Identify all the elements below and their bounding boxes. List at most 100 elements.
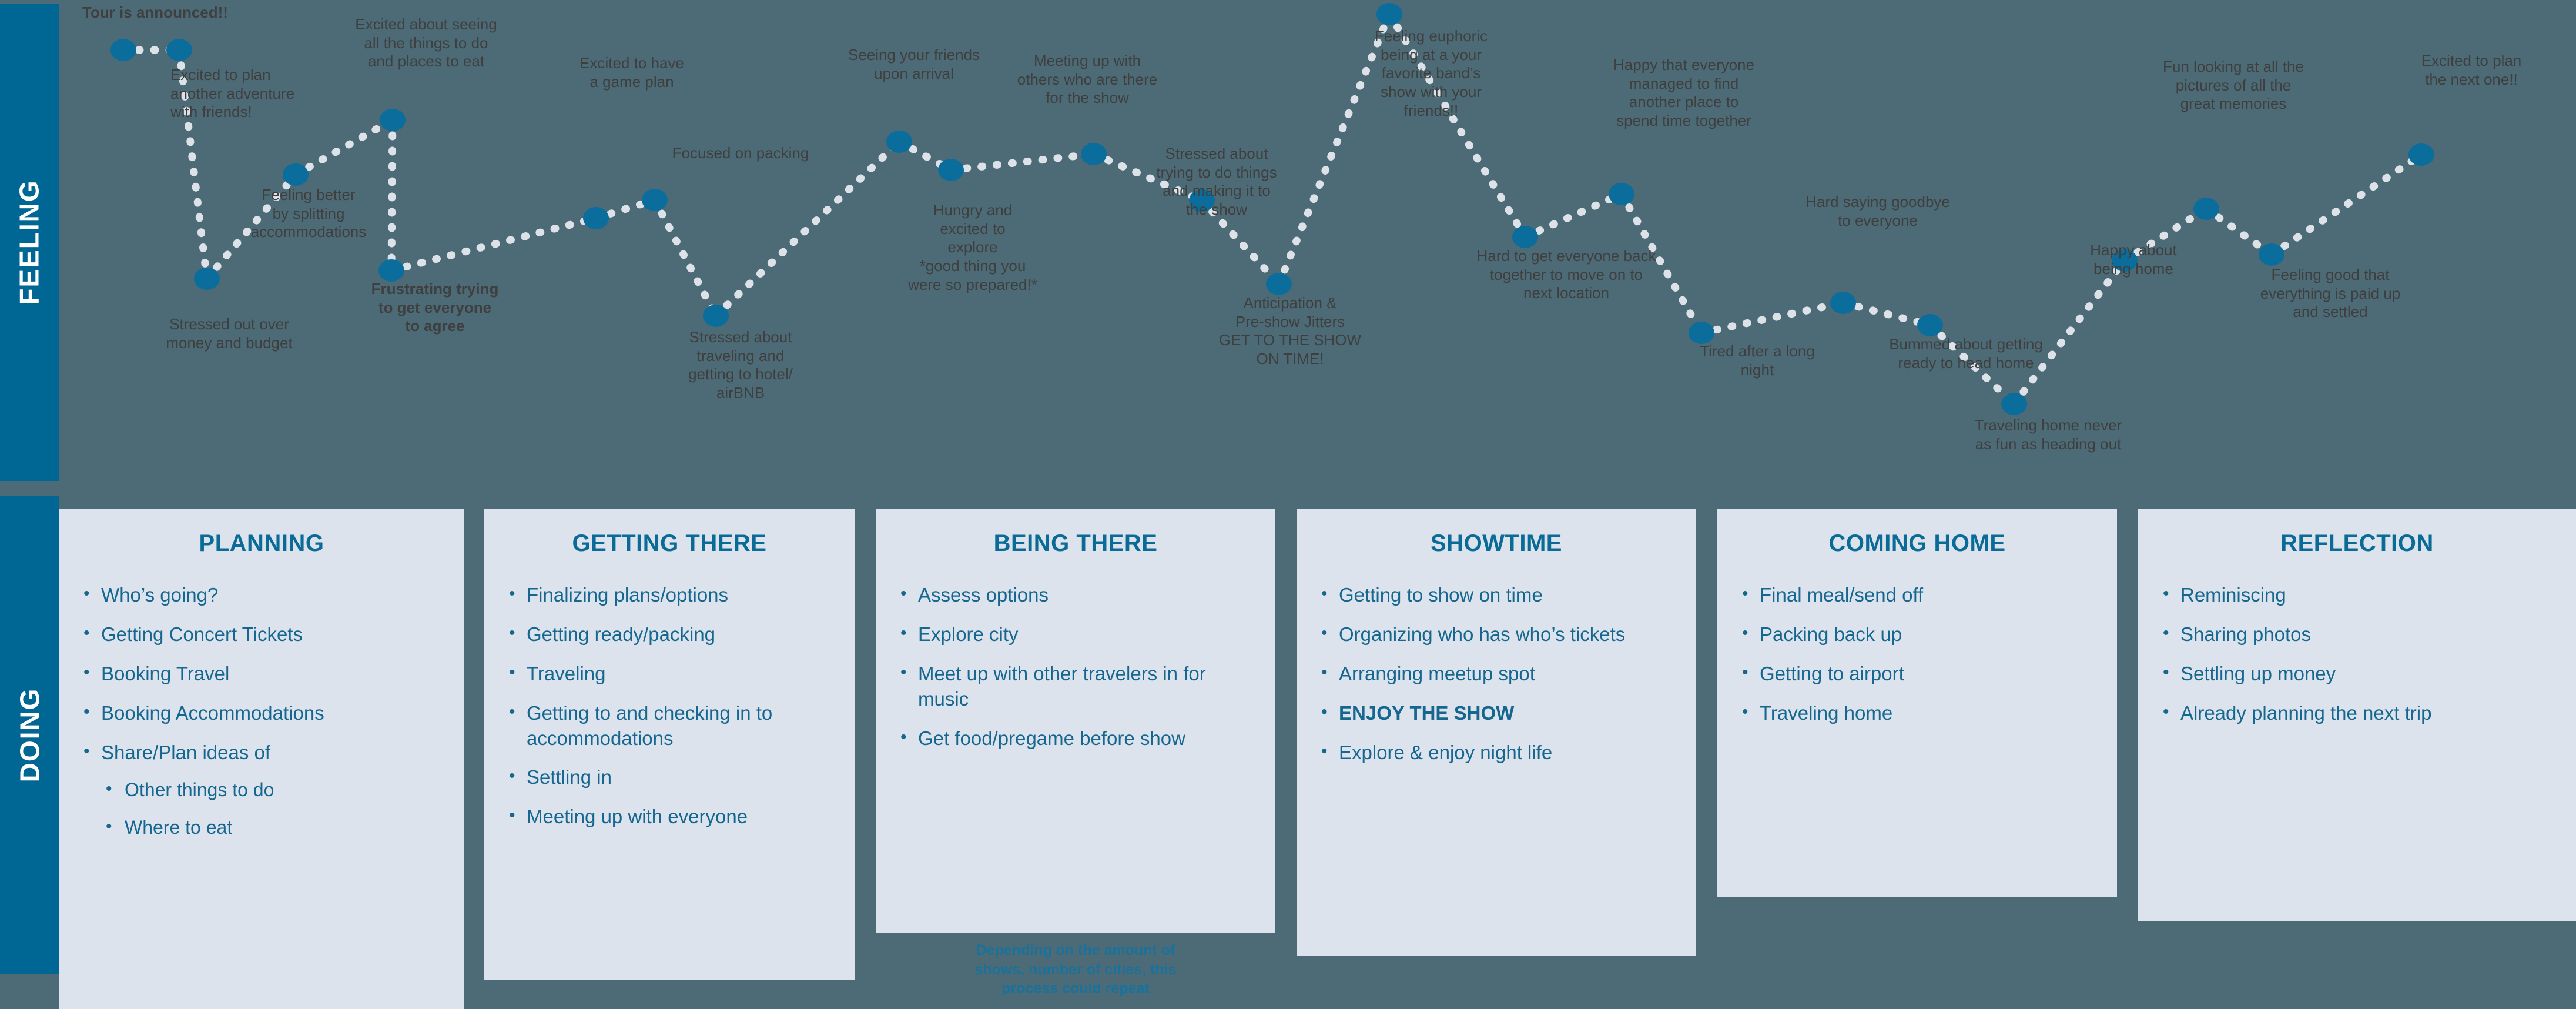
chart-annotation: Meeting up with others who are there for… [1017, 52, 1158, 107]
chart-annotation: Anticipation & Pre-show Jitters GET TO T… [1218, 294, 1362, 368]
chart-line-segment [712, 138, 903, 320]
stage-card-list: ReminiscingSharing photosSettling up mon… [2158, 582, 2556, 726]
chart-line-segment [1926, 321, 2018, 408]
stage-card[interactable]: PLANNING Who’s going? Getting Concert Tick… [59, 509, 464, 1009]
chart-annotation: Excited about seeing all the things to d… [355, 15, 497, 71]
chart-data-point[interactable] [1081, 143, 1107, 165]
list-item[interactable]: Reminiscing [2158, 582, 2556, 608]
sidebar-doing-label: DOING [14, 687, 45, 783]
stage-card-sublist: Other things to do Where to eat [101, 777, 444, 840]
stage-card-title: GETTING THERE [572, 530, 767, 556]
chart-data-point[interactable] [1917, 314, 1943, 336]
chart-data-point[interactable] [1376, 3, 1402, 25]
chart-data-point[interactable] [1609, 183, 1634, 205]
chart-annotation: Excited to plan the next one!! [2421, 52, 2522, 88]
list-item[interactable]: Traveling home [1737, 700, 2097, 726]
list-item[interactable]: Getting to airport [1737, 661, 2097, 687]
list-item[interactable]: Where to eat [101, 815, 444, 840]
doing-stage-cards: PLANNING Who’s going? Getting Concert Tick… [59, 496, 2576, 1009]
chart-data-point[interactable] [2408, 143, 2434, 166]
sidebar-doing: DOING [0, 496, 59, 974]
chart-data-point[interactable] [380, 109, 406, 131]
chart-line-segment [1697, 299, 1847, 337]
chart-data-point[interactable] [283, 163, 309, 186]
list-item[interactable]: Other things to do [101, 777, 444, 803]
chart-data-point[interactable] [2112, 249, 2138, 272]
stage-card-list: Finalizing plans/optionsGetting ready/pa… [504, 582, 835, 830]
chart-line-segment [2121, 205, 2210, 265]
list-item[interactable]: Settling up money [2158, 661, 2556, 687]
stage-card[interactable]: GETTING THERE Finalizing plans/optionsGet… [484, 509, 855, 980]
stage-card[interactable]: COMING HOME Final meal/send offPacking ba… [1717, 509, 2117, 897]
stage-card[interactable]: SHOWTIMEGetting to show on timeOrganizin… [1297, 509, 1696, 956]
chart-line-segment [1275, 10, 1393, 288]
stage-card-list: Who’s going? Getting Concert TicketsBooki… [79, 582, 444, 840]
chart-data-point[interactable] [938, 159, 964, 181]
chart-annotation: Hard saying goodbye to everyone [1805, 193, 1950, 229]
list-item[interactable]: Booking Travel [79, 661, 444, 687]
stage-card[interactable]: REFLECTION ReminiscingSharing photosSettl… [2138, 509, 2576, 921]
chart-line-segment [387, 214, 600, 275]
stage-card-title: PLANNING [199, 530, 324, 556]
chart-data-point[interactable] [1189, 189, 1215, 212]
list-item[interactable]: Getting to show on time [1317, 582, 1676, 608]
chart-data-point[interactable] [2193, 198, 2219, 220]
list-item[interactable]: Traveling [504, 661, 835, 687]
chart-data-point[interactable] [166, 39, 192, 61]
feeling-line-chart-svg [110, 3, 2434, 415]
stage-card-title: REFLECTION [2280, 530, 2434, 556]
chart-line-segment [592, 196, 659, 222]
list-item[interactable]: Getting Concert Tickets [79, 622, 444, 647]
chart-data-point[interactable] [703, 305, 729, 327]
list-item[interactable]: Packing back up [1737, 622, 2097, 647]
list-item[interactable]: Organizing who has who’s tickets [1317, 622, 1676, 647]
chart-data-point[interactable] [110, 39, 136, 61]
feeling-emotion-chart: Tour is announced!!Excited to plan anoth… [59, 0, 2576, 482]
chart-data-point[interactable] [583, 207, 609, 229]
list-item[interactable]: Meeting up with everyone [504, 804, 835, 830]
list-item[interactable]: Booking Accommodations [79, 700, 444, 726]
list-item[interactable]: Arranging meetup spot [1317, 661, 1676, 687]
list-item[interactable]: Already planning the next trip [2158, 700, 2556, 726]
chart-data-point[interactable] [642, 189, 668, 211]
chart-data-point[interactable] [378, 259, 404, 282]
list-item[interactable]: Get food/pregame before show [896, 726, 1255, 751]
chart-data-point[interactable] [194, 268, 220, 290]
chart-data-point[interactable] [1689, 322, 1714, 344]
list-item[interactable]: Meet up with other travelers in for musi… [896, 661, 1255, 712]
stage-card-list: Assess optionsExplore cityMeet up with o… [896, 582, 1255, 751]
list-item[interactable]: Settling in [504, 764, 835, 790]
list-item[interactable]: Finalizing plans/options [504, 582, 835, 608]
repeat-process-note: Depending on the amount of shows, number… [974, 942, 1177, 997]
list-item[interactable]: Final meal/send off [1737, 582, 2097, 608]
list-item[interactable]: Getting ready/packing [504, 622, 835, 647]
chart-line-segment [1617, 190, 1706, 337]
list-item[interactable]: Assess options [896, 582, 1255, 608]
stage-card-title: COMING HOME [1828, 530, 2006, 556]
stage-card[interactable]: BEING THEREAssess optionsExplore cityMee… [876, 509, 1275, 933]
chart-annotation: Seeing your friends upon arrival [847, 46, 980, 82]
chart-line-segment [2010, 256, 2129, 408]
chart-line-segment [1385, 10, 1529, 241]
chart-line-segment [2202, 205, 2276, 259]
list-item[interactable]: Getting to and checking in to accommodat… [504, 700, 835, 751]
list-item[interactable]: Sharing photos [2158, 622, 2556, 647]
chart-annotation: Stressed about trying to do things and m… [1156, 145, 1277, 219]
list-item[interactable]: Who’s going? [79, 582, 444, 608]
sidebar-feeling-label: FEELING [14, 179, 45, 305]
list-item[interactable]: Explore city [896, 622, 1255, 647]
chart-data-point[interactable] [1512, 226, 1538, 248]
chart-data-point[interactable] [886, 131, 912, 153]
list-item[interactable]: ENJOY THE SHOW [1317, 700, 1676, 726]
chart-data-point[interactable] [2001, 393, 2027, 415]
chart-line-segment [292, 116, 397, 179]
chart-data-point[interactable] [1830, 292, 1856, 314]
stage-card-list: Getting to show on timeOrganizing who ha… [1317, 582, 1676, 766]
chart-annotation: Focused on packing [672, 144, 809, 162]
chart-data-point[interactable] [2259, 243, 2284, 266]
list-item[interactable]: Explore & enjoy night life [1317, 740, 1676, 766]
chart-data-point[interactable] [1266, 273, 1292, 295]
list-item[interactable]: Share/Plan ideas ofOther things to doWhe… [79, 740, 444, 840]
chart-line-segment [651, 196, 720, 320]
stage-card-list: Final meal/send offPacking back up Gettin… [1737, 582, 2097, 726]
